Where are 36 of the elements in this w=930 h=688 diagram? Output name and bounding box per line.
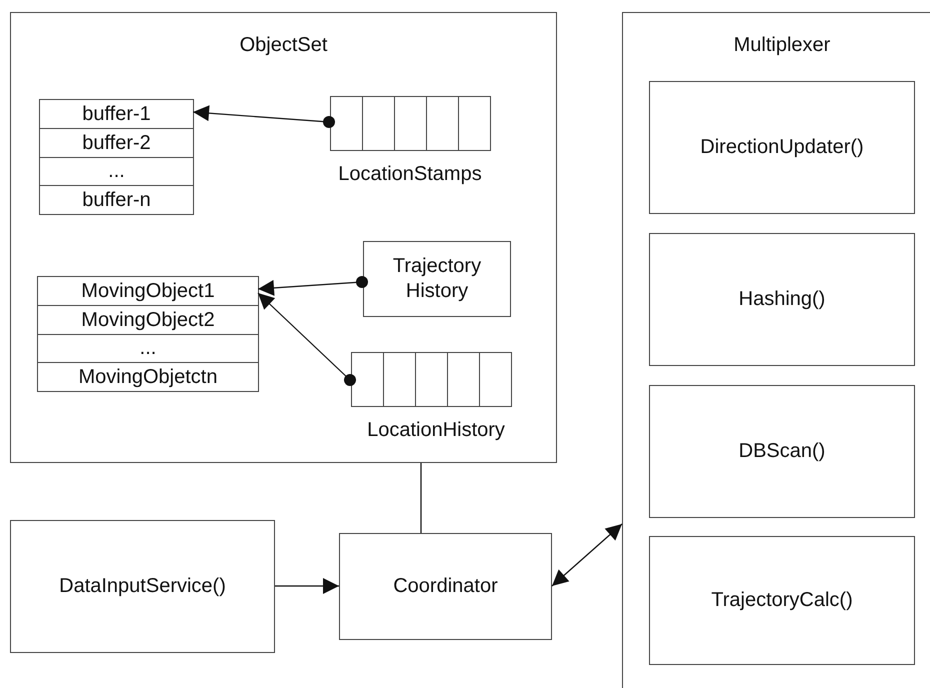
list-row-text: buffer-1 [81,102,152,127]
box-label: TrajectoryCalc() [711,588,853,613]
container-box [10,12,557,463]
process-box [649,385,915,518]
box-label: DirectionUpdater() [700,135,864,160]
container-title: ObjectSet [238,35,328,55]
box-label: Coordinator [393,574,498,599]
box-label: Hashing() [738,287,826,312]
process-box [363,241,511,317]
array-label: LocationHistory [366,418,506,443]
list-row: ... [40,156,193,186]
box-label: DBScan() [738,439,826,464]
box-label: DataInputService() [59,574,226,599]
list-row: buffer-n [40,185,193,214]
arrow [258,292,356,386]
box-label: Trajectory History [392,254,482,304]
process-box [649,81,915,214]
arrow [258,276,368,296]
list-row-text: MovingObject1 [80,278,216,304]
list-row: MovingObjetctn [38,362,258,391]
process-box [339,533,552,640]
record-list [37,276,259,392]
array-label: LocationStamps [337,162,483,187]
record-list [39,99,194,215]
connector-line [420,463,422,533]
process-box [649,233,915,366]
list-row: ... [38,334,258,362]
arrow [552,524,622,586]
arrow [275,578,339,594]
process-box [649,536,915,665]
container-box [622,12,930,688]
arrow [192,105,335,128]
list-row: MovingObject2 [38,304,258,334]
process-box [10,520,275,653]
container-title: Multiplexer [732,35,832,55]
list-row: buffer-2 [40,128,193,156]
